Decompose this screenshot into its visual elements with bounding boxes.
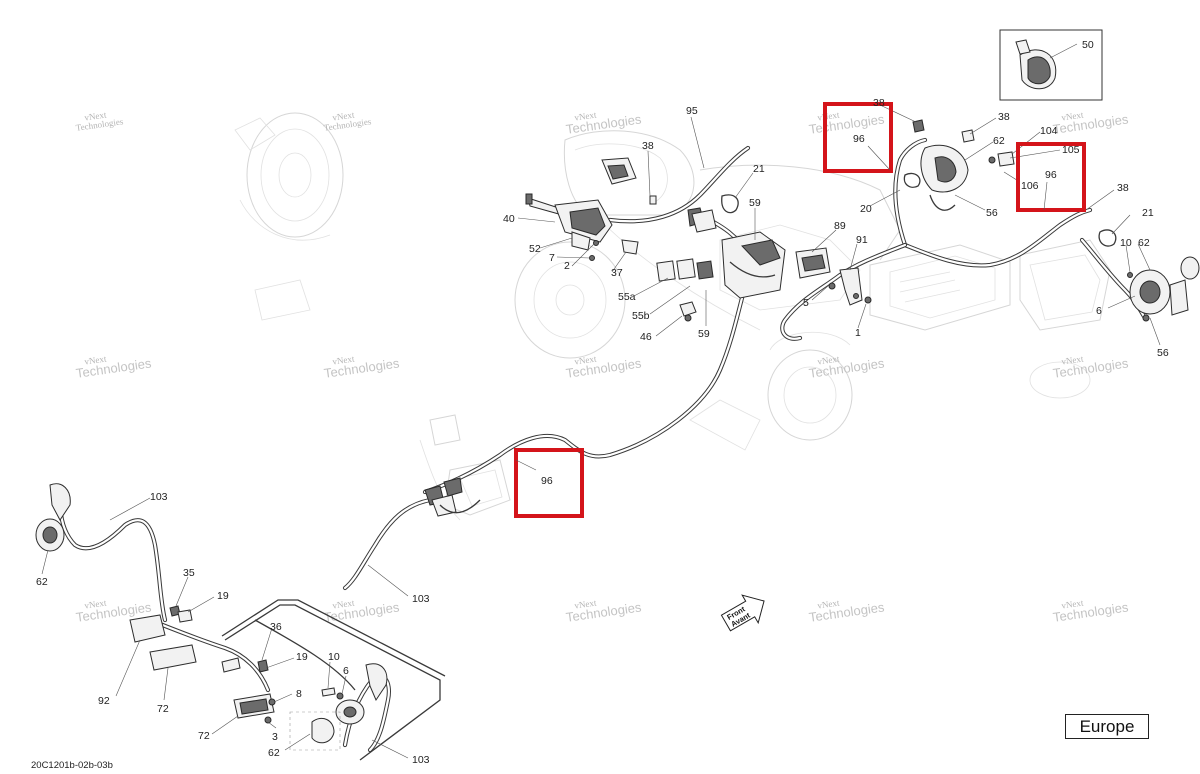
callout-label: 38	[873, 97, 885, 109]
svg-text:vNext: vNext	[332, 354, 356, 367]
svg-text:vNext: vNext	[84, 598, 108, 611]
svg-text:vNext: vNext	[574, 110, 598, 123]
callout-label: 6	[1096, 305, 1102, 317]
callout-label: 96	[853, 133, 865, 145]
callout-label: 38	[642, 140, 654, 152]
callout-label: 55b	[632, 310, 650, 322]
callout-label: 5	[803, 297, 809, 309]
callout-label: 19	[296, 651, 308, 663]
callout-label: 56	[986, 207, 998, 219]
highlight-boxes	[514, 102, 1086, 518]
svg-text:Technologies: Technologies	[75, 116, 124, 133]
svg-text:vNext: vNext	[817, 354, 841, 367]
callout-label: 8	[296, 688, 302, 700]
reference-code: 20C1201b-02b-03b	[31, 760, 113, 771]
svg-text:vNext: vNext	[1061, 598, 1085, 611]
callout-label: 1	[855, 327, 861, 339]
watermark-text: vNext	[84, 110, 108, 123]
svg-text:vNext: vNext	[574, 598, 598, 611]
highlight-box-right	[1016, 142, 1086, 212]
svg-text:Technologies: Technologies	[323, 116, 372, 133]
callout-label: 40	[503, 213, 515, 225]
left-switch-assembly	[525, 157, 872, 322]
callout-label: 62	[993, 135, 1005, 147]
rear-left-lighting	[35, 483, 388, 751]
callout-label: 3	[272, 731, 278, 743]
svg-text:vNext: vNext	[1061, 110, 1085, 123]
highlight-box-top	[823, 102, 893, 173]
callout-label: 62	[36, 576, 48, 588]
callout-label: 6	[343, 665, 349, 677]
callout-label: 105	[1062, 144, 1080, 156]
callout-label: 103	[412, 754, 430, 766]
svg-text:vNext: vNext	[817, 110, 841, 123]
front-direction-arrow: Front Avant	[720, 594, 765, 632]
callout-label: 36	[270, 621, 282, 633]
callout-label: 56	[1157, 347, 1169, 359]
callout-label: 104	[1040, 125, 1058, 137]
callout-label: 38	[998, 111, 1010, 123]
callout-label: 106	[1021, 180, 1039, 192]
svg-text:vNext: vNext	[817, 598, 841, 611]
highlight-box-center	[514, 448, 584, 518]
callout-label: 2	[564, 260, 570, 272]
callout-label: 10	[1120, 237, 1132, 249]
callout-label: 50	[1082, 39, 1094, 51]
callout-label: 62	[268, 747, 280, 759]
callout-leader-lines	[41, 43, 1161, 759]
svg-text:vNext: vNext	[332, 598, 356, 611]
callout-label: 38	[1117, 182, 1129, 194]
callout-label: 21	[753, 163, 765, 175]
callout-label: 89	[834, 220, 846, 232]
svg-text:vNext: vNext	[574, 354, 598, 367]
callout-label: 72	[157, 703, 169, 715]
callout-label: 37	[611, 267, 623, 279]
callout-label: 35	[183, 567, 195, 579]
callout-label: 7	[549, 252, 555, 264]
background-vehicle-outline	[234, 112, 1111, 521]
callout-label: 20	[860, 203, 872, 215]
callout-label: 95	[686, 105, 698, 117]
callout-label: 62	[1138, 237, 1150, 249]
callout-label: 96	[541, 475, 553, 487]
callout-label: 55a	[618, 291, 636, 303]
callout-label: 10	[328, 651, 340, 663]
callout-label: 52	[529, 243, 541, 255]
callout-labels: 50 38 38 62 104 105 96 96 96 106 20 56 9…	[36, 39, 1169, 766]
callout-label: 19	[217, 590, 229, 602]
rear-center-connectors	[424, 477, 481, 517]
callout-label: 59	[698, 328, 710, 340]
region-label: Europe	[1079, 716, 1135, 736]
callout-label: 96	[1045, 169, 1057, 181]
svg-text:vNext: vNext	[84, 354, 108, 367]
right-headlamp-assembly	[903, 29, 1200, 322]
callout-label: 21	[1142, 207, 1154, 219]
callout-label: 46	[640, 331, 652, 343]
callout-label: 103	[412, 593, 430, 605]
svg-text:vNext: vNext	[1061, 354, 1085, 367]
callout-label: 92	[98, 695, 110, 707]
callout-label: 91	[856, 234, 868, 246]
svg-text:vNext: vNext	[332, 110, 356, 123]
callout-label: 59	[749, 197, 761, 209]
callout-label: 103	[150, 491, 168, 503]
callout-label: 72	[198, 730, 210, 742]
region-label-box: Europe	[1065, 714, 1149, 739]
